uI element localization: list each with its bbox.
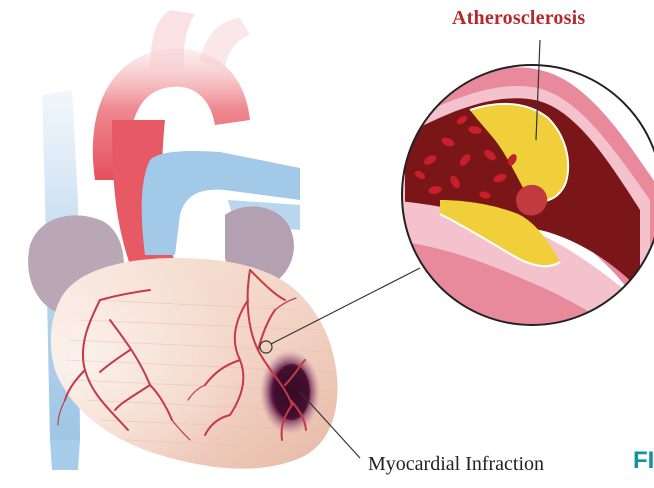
- infarct-area: [260, 350, 320, 434]
- magnified-artery: [390, 65, 654, 400]
- cropped-figure-text: FI: [633, 447, 654, 475]
- myocardial-infarction-label: Myocardial Infraction: [368, 453, 544, 476]
- atherosclerosis-label: Atherosclerosis: [452, 7, 585, 30]
